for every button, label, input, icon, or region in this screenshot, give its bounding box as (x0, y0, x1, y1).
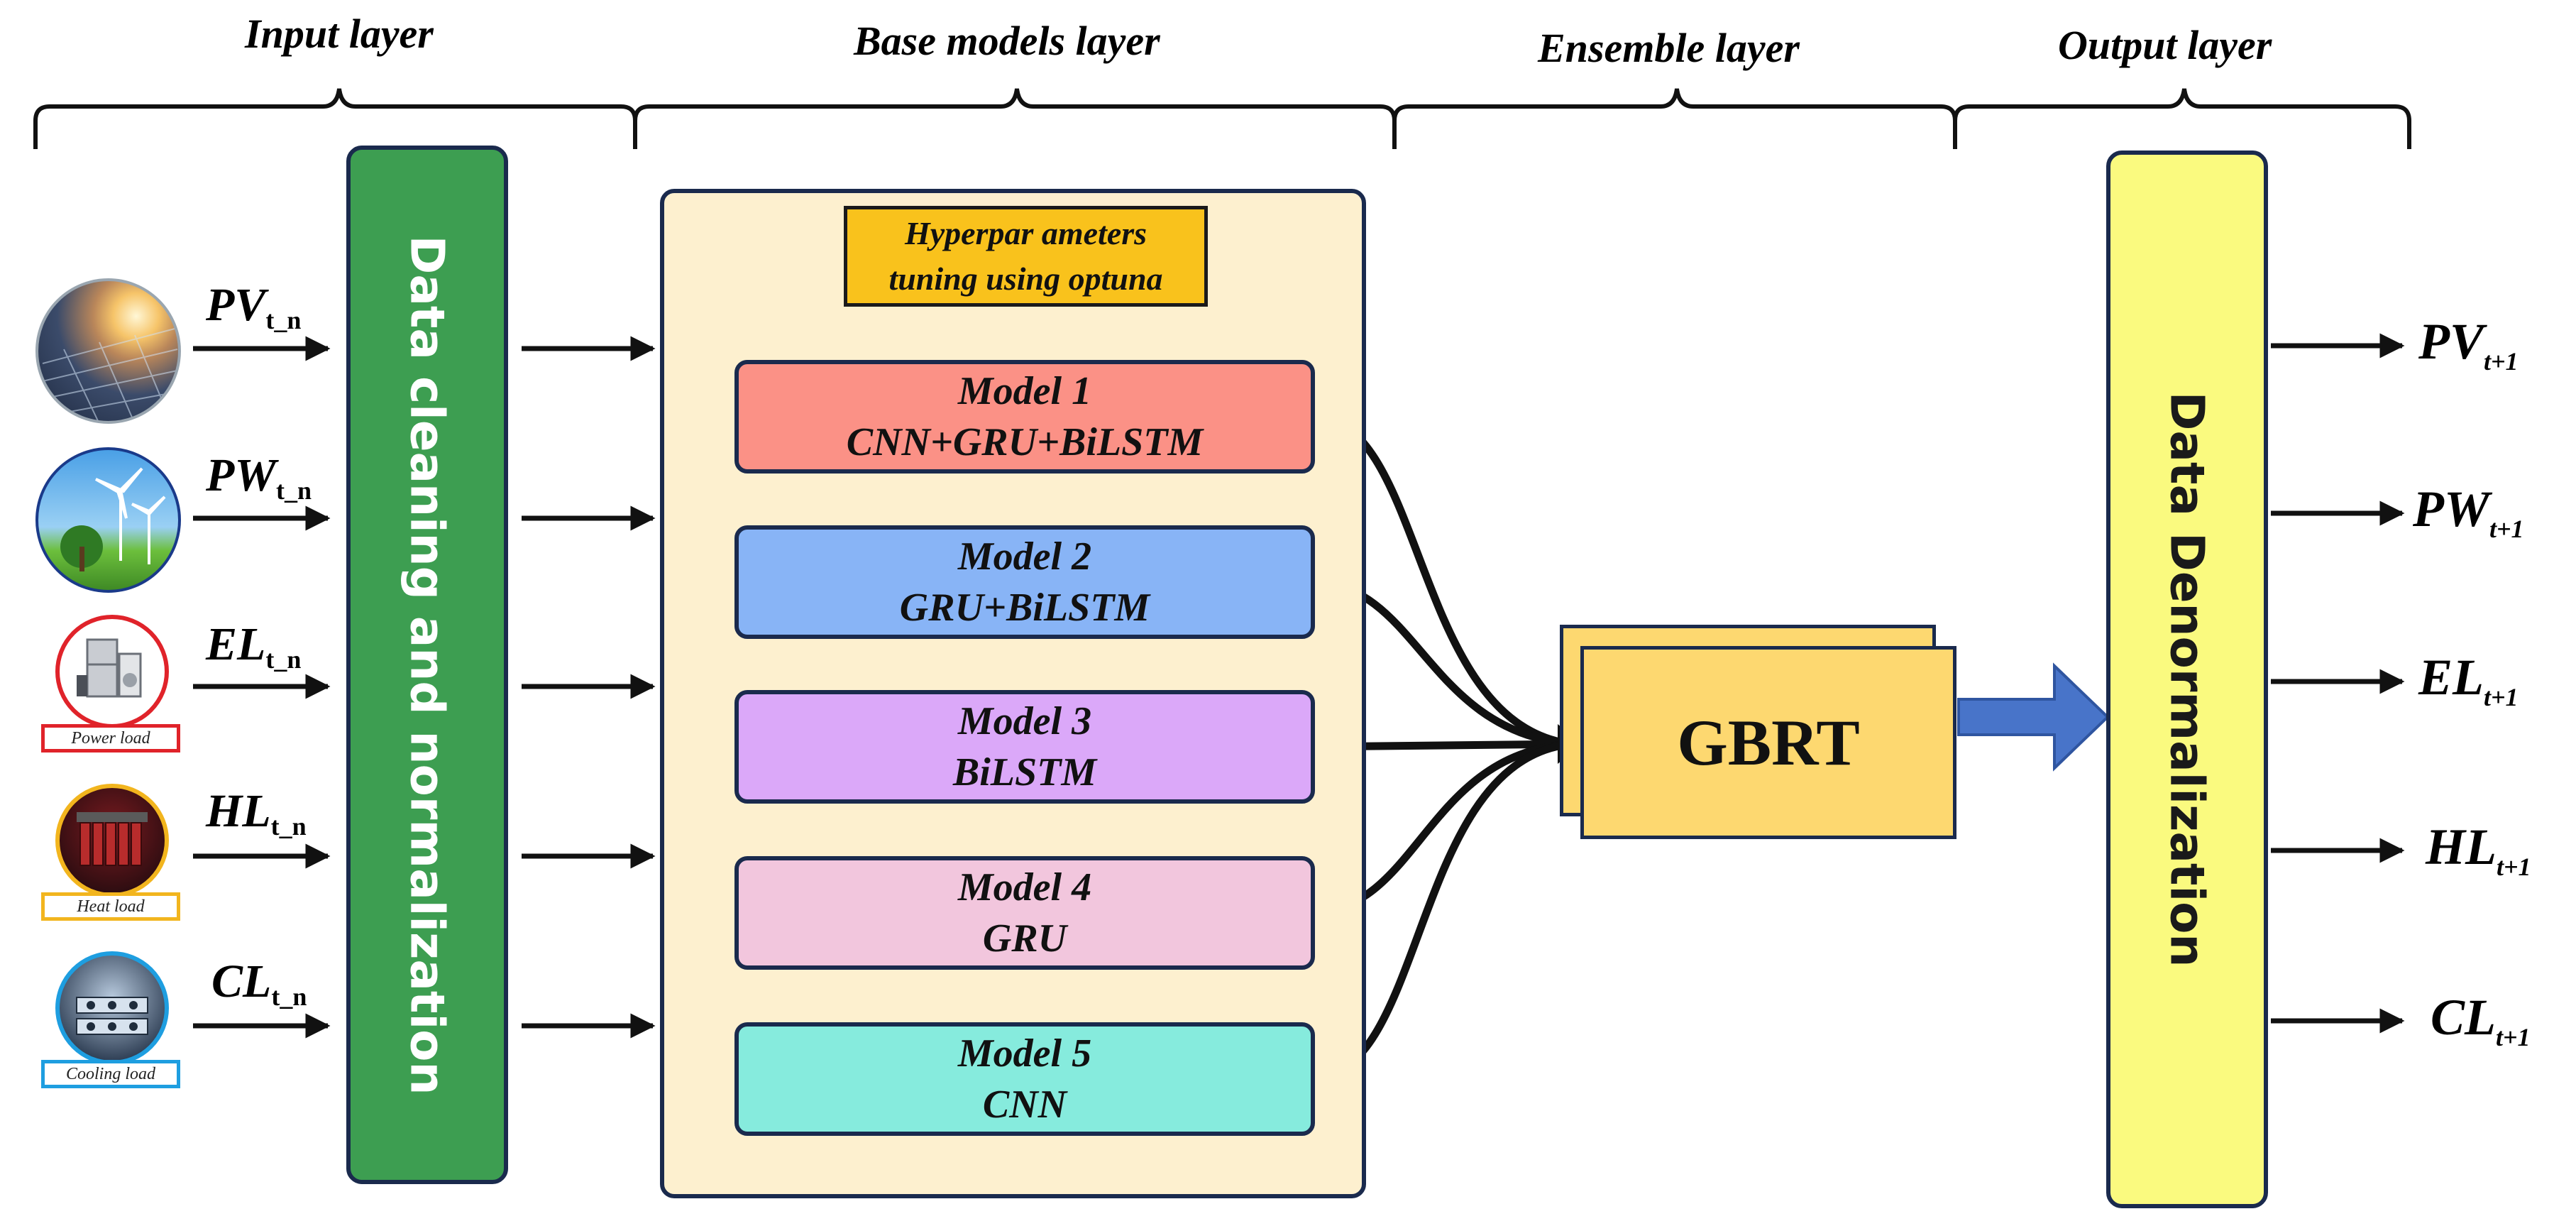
ensemble-layer-title: Ensemble layer (1538, 25, 1800, 71)
hyperparameter-tuning-line1: Hyperpar ameters (904, 215, 1147, 251)
model-4-box: Model 4 GRU (734, 856, 1315, 970)
power-load-icon (55, 615, 169, 728)
input-label-pw-name: PW (206, 449, 276, 501)
input-label-pv-sub: t_n (265, 306, 302, 334)
input-label-cl: CLt_n (211, 955, 307, 1012)
big-blue-arrow (1957, 662, 2110, 772)
input-label-el-sub: t_n (265, 645, 302, 674)
model-1-box: Model 1 CNN+GRU+BiLSTM (734, 360, 1315, 474)
base-models-layer-title: Base models layer (854, 18, 1160, 64)
hyperparameter-tuning-box: Hyperpar ameters tuning using optuna (844, 206, 1208, 307)
data-denormalization-block: Data Denormalization (2106, 150, 2268, 1208)
output-label-cl: CLt+1 (2431, 988, 2531, 1052)
model-5-box: Model 5 CNN (734, 1022, 1315, 1136)
model-4-title: Model 4 (957, 865, 1092, 909)
ensemble-layer-bracket (1392, 88, 1957, 149)
data-denormalization-label: Data Denormalization (2159, 391, 2215, 968)
input-label-hl: HLt_n (206, 784, 307, 841)
output-arrows (2271, 333, 2405, 1034)
output-label-pw-sub: t+1 (2489, 515, 2524, 543)
input-label-hl-sub: t_n (270, 812, 307, 841)
input-label-pv: PVt_n (206, 278, 301, 335)
output-label-pw: PWt+1 (2413, 480, 2524, 544)
input-layer-bracket (33, 88, 637, 149)
output-label-cl-name: CL (2431, 989, 2497, 1046)
base-models-layer-bracket (633, 88, 1397, 149)
data-cleaning-normalization-label: Data cleaning and normalization (400, 235, 455, 1095)
preprocess-arrows (522, 336, 656, 1039)
model-3-box: Model 3 BiLSTM (734, 690, 1315, 804)
gbrt-label: GBRT (1677, 706, 1860, 779)
input-label-pw: PWt_n (206, 449, 312, 505)
solar-panel-icon (35, 278, 181, 424)
cooling-load-tag: Cooling load (41, 1060, 180, 1088)
input-arrows (193, 336, 331, 1039)
heat-load-tag: Heat load (41, 892, 180, 921)
input-label-pv-name: PV (206, 279, 266, 331)
input-label-cl-sub: t_n (271, 983, 307, 1011)
input-label-el-name: EL (206, 618, 266, 670)
output-label-hl: HLt+1 (2426, 818, 2531, 882)
model-2-box: Model 2 GRU+BiLSTM (734, 525, 1315, 639)
output-label-el-name: EL (2418, 649, 2484, 706)
output-layer-bracket (1953, 88, 2411, 149)
output-label-pv-name: PV (2418, 313, 2484, 370)
data-cleaning-normalization-block: Data cleaning and normalization (346, 146, 508, 1184)
input-layer-title: Input layer (245, 11, 434, 57)
hyperparameter-tuning-line2: tuning using optuna (888, 261, 1163, 297)
power-load-tag: Power load (41, 724, 180, 752)
input-label-pw-sub: t_n (276, 476, 312, 505)
model-3-architecture: BiLSTM (952, 750, 1097, 794)
output-layer-title: Output layer (2058, 22, 2272, 68)
output-label-pw-name: PW (2413, 481, 2489, 537)
output-label-hl-name: HL (2426, 819, 2497, 875)
output-label-hl-sub: t+1 (2496, 853, 2531, 881)
wind-turbine-icon (35, 447, 181, 593)
cooling-load-icon (55, 951, 169, 1065)
model-5-architecture: CNN (982, 1083, 1067, 1127)
heat-load-icon (55, 784, 169, 897)
gbrt-box: GBRT (1580, 646, 1956, 839)
model-4-architecture: GRU (982, 916, 1067, 960)
output-label-el-sub: t+1 (2484, 683, 2519, 711)
model-1-title: Model 1 (957, 369, 1092, 413)
input-label-cl-name: CL (211, 956, 272, 1007)
output-label-pv: PVt+1 (2418, 312, 2519, 376)
model-3-title: Model 3 (957, 699, 1092, 743)
model-2-architecture: GRU+BiLSTM (899, 586, 1150, 630)
output-label-cl-sub: t+1 (2496, 1023, 2531, 1051)
model-1-architecture: CNN+GRU+BiLSTM (846, 420, 1204, 464)
input-label-hl-name: HL (206, 785, 271, 837)
input-label-el: ELt_n (206, 618, 301, 674)
model-2-title: Model 2 (957, 535, 1092, 579)
output-label-pv-sub: t+1 (2484, 347, 2519, 376)
model-5-title: Model 5 (957, 1031, 1092, 1076)
output-label-el: ELt+1 (2418, 648, 2519, 712)
